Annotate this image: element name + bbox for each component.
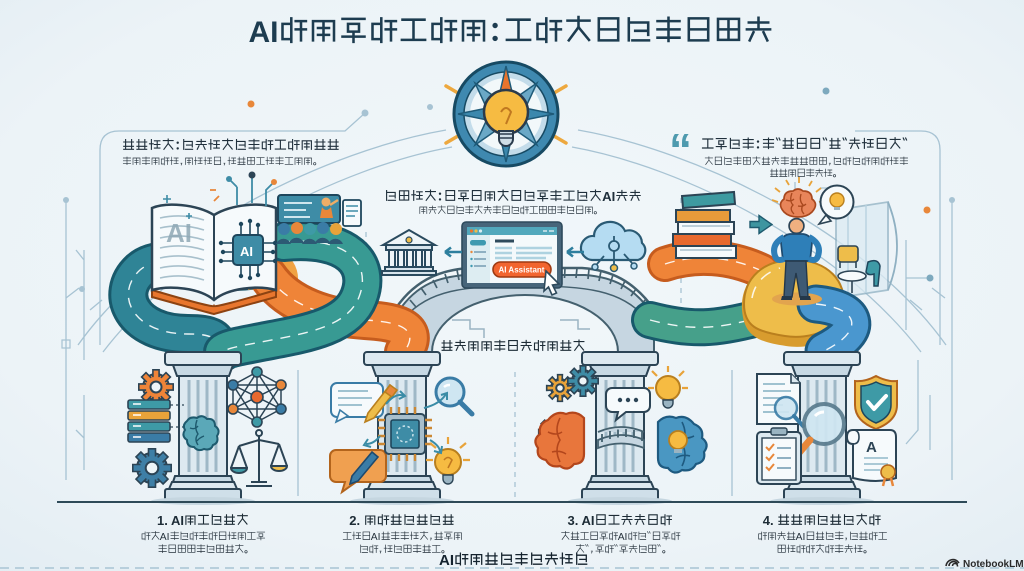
svg-text:AI: AI (240, 244, 253, 259)
svg-text:NotebookLM: NotebookLM (963, 559, 1024, 570)
svg-text:AI: AI (249, 16, 279, 49)
svg-text:AI: AI (439, 552, 454, 569)
svg-text:3. AI: 3. AI (568, 513, 595, 528)
svg-text:1. AI: 1. AI (157, 513, 184, 528)
svg-text:2.: 2. (349, 513, 360, 528)
svg-text:AI: AI (160, 532, 170, 543)
svg-text:AI: AI (796, 532, 806, 543)
svg-text:AI: AI (618, 532, 628, 543)
svg-text:“: “ (669, 124, 692, 176)
svg-text:AI: AI (602, 189, 615, 204)
svg-text:A: A (866, 439, 877, 456)
svg-text:4.: 4. (763, 513, 774, 528)
svg-text:AI: AI (166, 218, 192, 248)
svg-text:AI Assistant: AI Assistant (499, 266, 545, 275)
svg-text:AI: AI (371, 532, 381, 543)
